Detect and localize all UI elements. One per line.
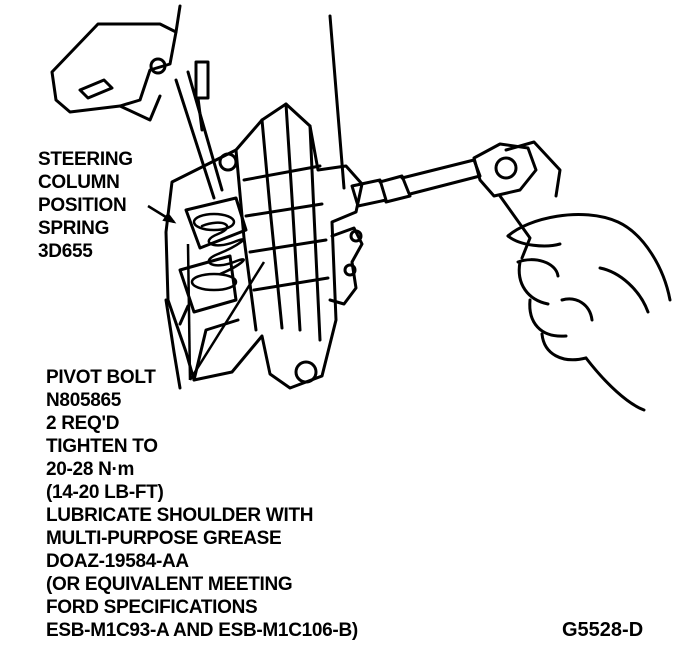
bolt-callout-line: TIGHTEN TO bbox=[46, 436, 158, 457]
spring-callout-line: SPRING bbox=[38, 218, 110, 239]
spring-callout-line: COLUMN bbox=[38, 172, 120, 193]
bolt-callout-line: (14-20 LB-FT) bbox=[46, 482, 164, 503]
bolt-callout-line: DOAZ-19584-AA bbox=[46, 551, 189, 572]
bolt-callout-line: PIVOT BOLT bbox=[46, 367, 156, 388]
lower-column bbox=[164, 298, 190, 390]
column-housing bbox=[164, 102, 364, 390]
bolt-callout-line: 20-28 N·m bbox=[46, 459, 135, 480]
bolt-callout-line: FORD SPECIFICATIONS bbox=[46, 597, 258, 618]
bolt-callout-line: ESB-M1C93-A AND ESB-M1C106-B) bbox=[46, 620, 358, 641]
position-spring bbox=[190, 212, 245, 292]
bolt-callout-line: LUBRICATE SHOULDER WITH bbox=[46, 505, 314, 526]
bolt-callout-line: N805865 bbox=[46, 390, 122, 411]
pivot-bolt-callout: PIVOT BOLT N805865 2 REQ'D TIGHTEN TO 20… bbox=[46, 366, 358, 642]
hand bbox=[506, 213, 672, 412]
figure-code: G5528-D bbox=[562, 619, 644, 641]
spring-callout-line: POSITION bbox=[38, 195, 127, 216]
mounting-bracket bbox=[50, 4, 182, 122]
spring-callout-line: 3D655 bbox=[38, 241, 93, 262]
spring-callout-line: STEERING bbox=[38, 149, 133, 170]
ratchet-tool bbox=[350, 140, 562, 260]
bolt-callout-line: MULTI-PURPOSE GREASE bbox=[46, 528, 282, 549]
bolt-callout-line: (OR EQUIVALENT MEETING bbox=[46, 574, 293, 595]
bolt-callout-line: 2 REQ'D bbox=[46, 413, 120, 434]
spring-callout: STEERING COLUMN POSITION SPRING 3D655 bbox=[38, 148, 133, 263]
column-shaft bbox=[174, 14, 346, 200]
